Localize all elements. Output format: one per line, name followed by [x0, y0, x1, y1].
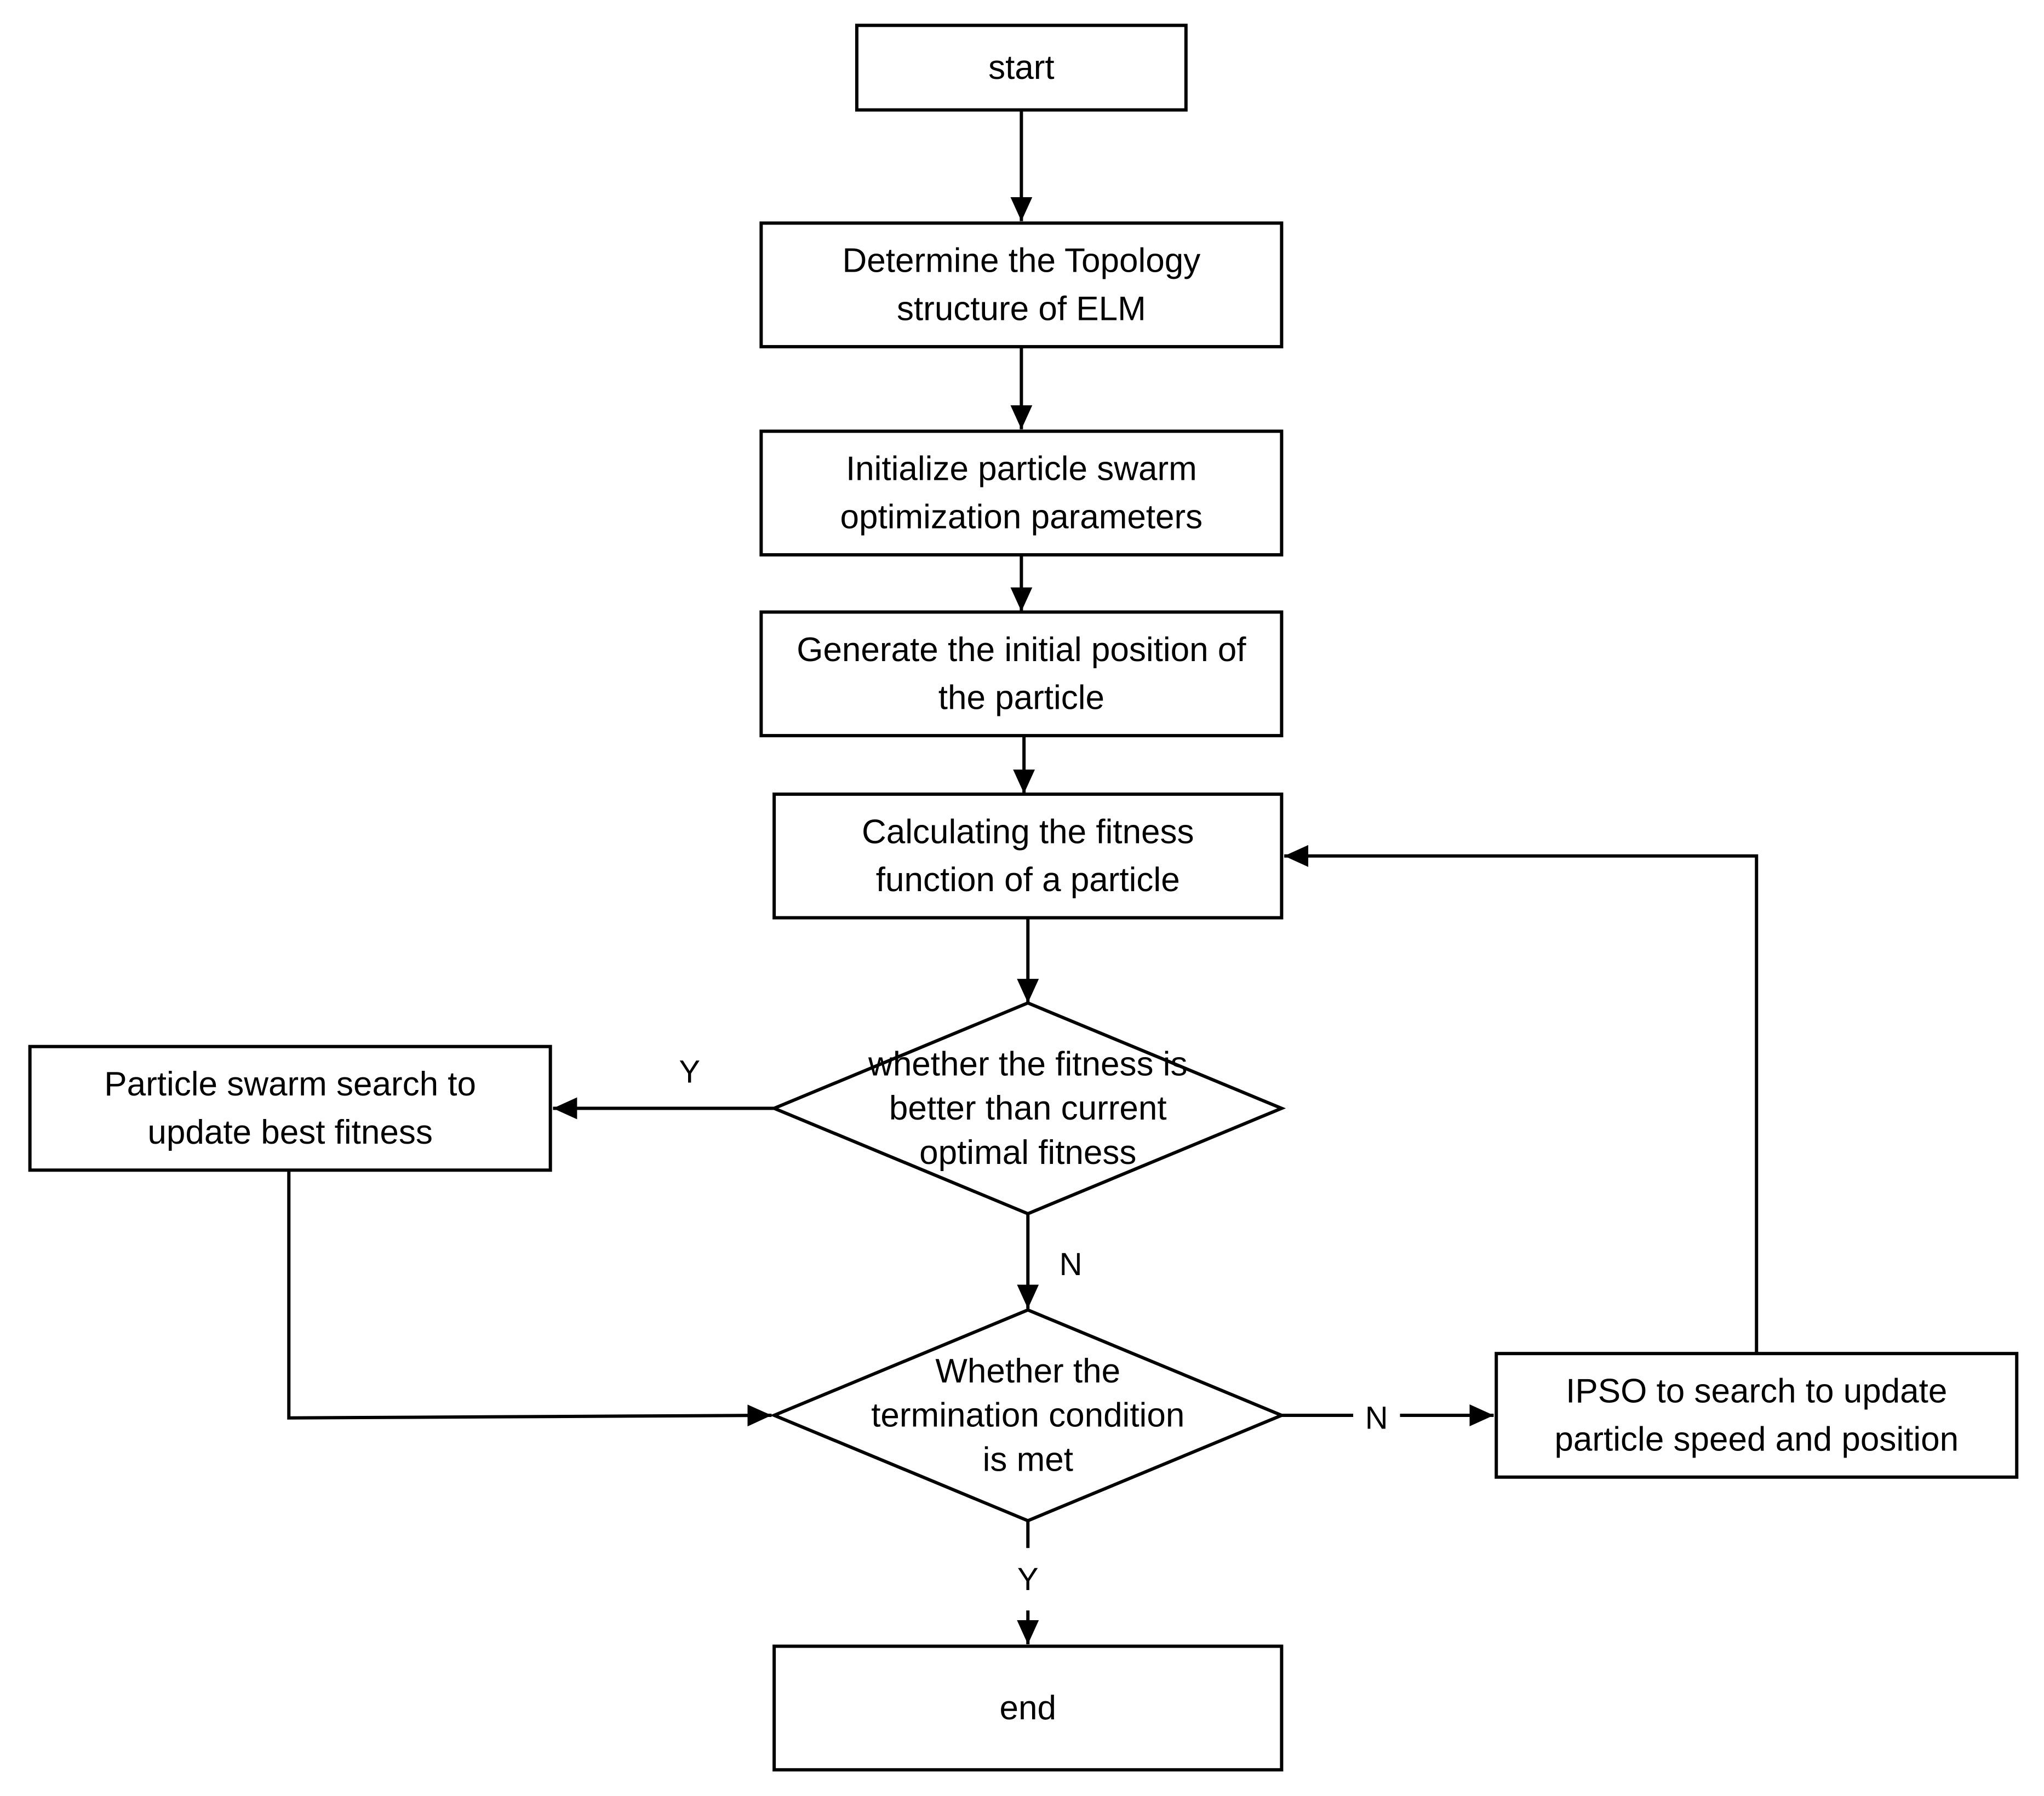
node-label-line: Calculating the fitness — [862, 813, 1194, 851]
branch-label-y: Y — [679, 1054, 700, 1090]
connector-line — [287, 1170, 772, 1427]
process-box — [1495, 1352, 2019, 1479]
decision-diamond — [770, 1308, 1286, 1523]
process-box — [759, 610, 1284, 738]
edge-termination_decision-to-ipso_update: N — [1281, 1400, 1494, 1436]
node-calc-fitness: Calculating the fitness function of a par… — [772, 792, 1284, 920]
node-topology: Determine the Topology structure of ELM — [759, 221, 1284, 348]
node-ipso-update: IPSO to search to update particle speed a… — [1495, 1352, 2019, 1479]
branch-label-n: N — [1060, 1247, 1083, 1282]
node-init-pso: Initialize particle swarm optimization pa… — [759, 429, 1284, 556]
node-label-line: whether the fitness is — [868, 1045, 1187, 1083]
node-label-line: optimization parameters — [840, 498, 1203, 536]
node-label-line: the particle — [938, 679, 1104, 717]
node-end: end — [772, 1644, 1284, 1772]
edge-fitness_decision-to-swarm_update: Y — [553, 1054, 775, 1120]
process-box — [28, 1045, 552, 1172]
node-label-line: better than current — [889, 1089, 1167, 1127]
edge-fitness_decision-to-termination_decision: N — [1017, 1213, 1083, 1309]
node-label-line: particle speed and position — [1554, 1420, 1959, 1458]
process-box — [772, 792, 1284, 920]
node-label-line: IPSO to search to update — [1566, 1373, 1947, 1410]
node-label-line: Initialize particle swarm — [846, 450, 1197, 488]
node-label-line: Whether the — [935, 1352, 1120, 1390]
node-fitness-decision: whether the fitness is better than curren… — [770, 1001, 1286, 1216]
node-label-line: start — [988, 49, 1055, 87]
edge-termination_decision-to-end: Y — [1017, 1520, 1039, 1644]
node-gen-position: Generate the initial position of the part… — [759, 610, 1284, 738]
connector-line — [1284, 845, 1759, 1353]
node-label-line: function of a particle — [876, 861, 1180, 899]
branch-label-y: Y — [1017, 1562, 1039, 1597]
node-label-line: optimal fitness — [919, 1134, 1136, 1172]
node-label-line: Generate the initial position of — [797, 631, 1246, 669]
process-box — [855, 24, 1188, 112]
edge-swarm_update-to-termination_decision — [287, 1170, 772, 1427]
node-swarm-update: Particle swarm search to update best fitn… — [28, 1045, 552, 1172]
decision-diamond — [770, 1001, 1286, 1216]
process-box — [759, 221, 1284, 348]
node-label-line: end — [1000, 1689, 1056, 1727]
node-label-line: Determine the Topology — [843, 242, 1201, 280]
node-label-line: is met — [983, 1441, 1073, 1478]
node-start: start — [855, 24, 1188, 112]
connectors: Y N N Y — [287, 110, 1759, 1644]
node-label-line: Particle swarm search to — [104, 1065, 476, 1103]
branch-label-n: N — [1365, 1400, 1388, 1436]
process-box — [759, 429, 1284, 556]
edge-ipso_update-to-calc_fitness — [1284, 845, 1759, 1353]
node-label-line: update best fitness — [147, 1114, 432, 1151]
node-termination-decision: Whether the termination condition is met — [770, 1308, 1286, 1523]
node-label-line: structure of ELM — [897, 290, 1146, 328]
process-box — [772, 1644, 1284, 1772]
node-label-line: termination condition — [871, 1397, 1184, 1434]
